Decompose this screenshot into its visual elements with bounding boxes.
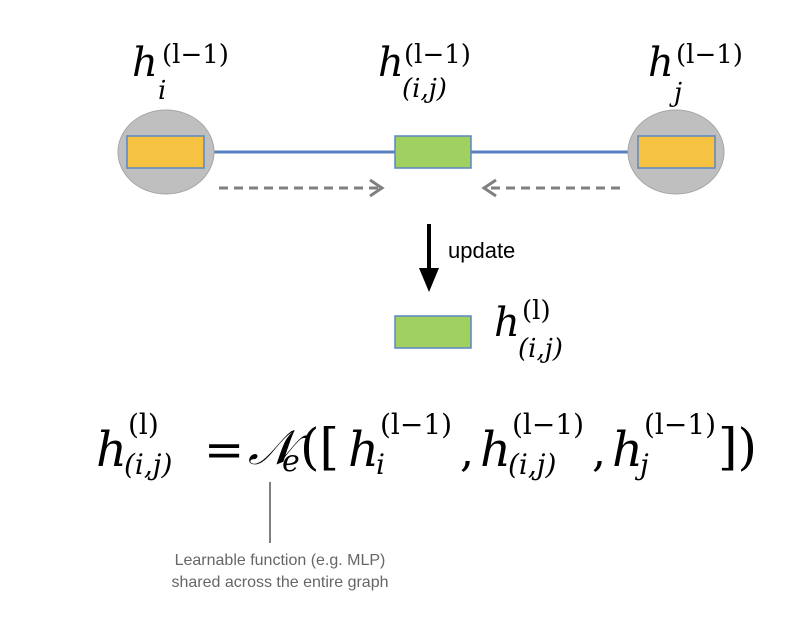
label-node-i: h (l−1) i	[132, 40, 229, 106]
updated-edge-feature	[394, 315, 472, 349]
eq-arg-i-sup: (l−1)	[380, 408, 453, 441]
label-edge-ij: h (l−1) (i,j)	[378, 40, 471, 104]
eq-lhs-base: h	[96, 422, 127, 478]
caption-line-1: Learnable function (e.g. MLP)	[174, 552, 386, 569]
annotation-caption: Learnable function (e.g. MLP) shared acr…	[130, 550, 430, 594]
eq-arg-ij-sub: (i,j)	[508, 448, 557, 481]
dashed-arrow-right	[219, 178, 385, 198]
eq-func-sub: e	[282, 444, 300, 479]
label-node-j: h (l−1) j	[648, 40, 743, 108]
eq-arg-i-base: h	[348, 422, 379, 478]
label-updated-edge: h (l) (i,j)	[494, 296, 563, 364]
eq-arg-i-sub: i	[376, 448, 385, 481]
update-arrow-icon	[419, 224, 439, 292]
eq-arg-ij-base: h	[480, 422, 511, 478]
eq-arg-j-base: h	[612, 422, 643, 478]
eq-open: ([	[300, 418, 340, 476]
eq-func: 𝒩	[248, 420, 294, 476]
update-equation: h (l) (i,j) = 𝒩 e ([ h (l−1) i , h (l−1)…	[96, 408, 776, 488]
eq-arg-j-sup: (l−1)	[644, 408, 717, 441]
eq-comma-2: ,	[592, 426, 606, 477]
update-label: update	[448, 238, 516, 263]
dashed-arrow-left	[481, 178, 620, 198]
node-i-feature	[126, 135, 205, 169]
caption-line-2: shared across the entire graph	[171, 574, 389, 591]
node-j-feature	[637, 135, 716, 169]
eq-lhs-sub: (i,j)	[124, 448, 173, 481]
eq-comma-1: ,	[460, 426, 474, 477]
eq-arg-j-sub: j	[640, 448, 649, 481]
edge-feature	[394, 135, 472, 169]
eq-equals: =	[204, 422, 245, 478]
eq-close: ])	[718, 418, 758, 476]
eq-lhs-sup: (l)	[128, 408, 159, 441]
eq-arg-ij-sup: (l−1)	[512, 408, 585, 441]
